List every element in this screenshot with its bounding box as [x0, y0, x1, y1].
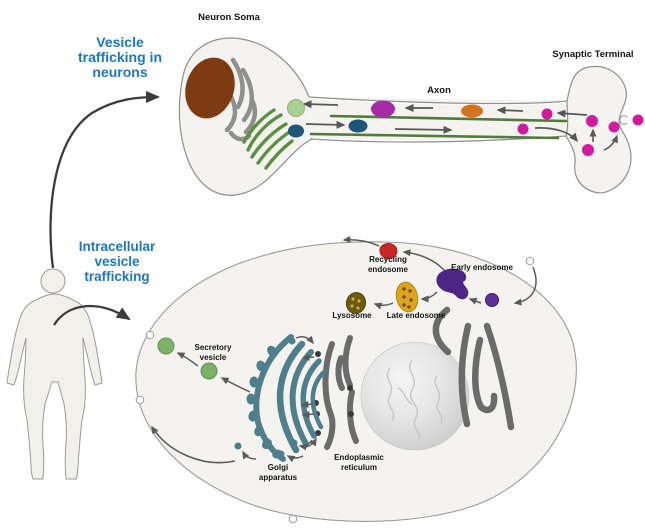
- soma-nucleus: [185, 57, 235, 119]
- notch-opening: [627, 112, 635, 128]
- cell-nucleus: [360, 341, 470, 451]
- heading-intracellular-vesicle-trafficking: Intracellular vesicle trafficking: [78, 239, 156, 284]
- synaptic-vesicles: [517, 108, 644, 156]
- heading-vesicle-trafficking-neurons: Vesicle trafficking in neurons: [77, 34, 162, 80]
- secretory-vesicle-label: Secretory vesicle: [194, 343, 232, 362]
- cell-outline: [135, 241, 577, 522]
- er-left: [322, 335, 359, 450]
- anterograde-cargo-vesicle: [348, 119, 368, 133]
- light-green-vesicle: [287, 99, 305, 117]
- late-endosome-label: Late endosome: [386, 311, 446, 320]
- neuron-soma-label: Neuron Soma: [198, 12, 260, 23]
- arrow-to-cell: [53, 304, 131, 326]
- recycling-endosome-shape: [379, 243, 398, 259]
- lysosome-lumen-dots: [350, 297, 361, 310]
- golgi-transport-vesicles: [234, 337, 298, 458]
- membrane-fusion-notch: [619, 115, 629, 125]
- secretion-arrows: [176, 352, 251, 393]
- early-endosome-shape: [436, 268, 469, 300]
- chromatin-texture: [386, 359, 443, 442]
- endocytic-vesicle: [485, 293, 499, 307]
- er-golgi-arrows: [242, 335, 317, 463]
- membrane-notches: [135, 256, 535, 524]
- late-endosome-lumen-dots: [402, 287, 413, 309]
- endoplasmic-reticulum-label: Endoplasmic reticulum: [334, 453, 384, 472]
- cargo-vesicle-orange: [461, 104, 483, 118]
- er-right: [432, 306, 515, 431]
- terminal-arrows: [589, 128, 618, 151]
- axon-label: Axon: [427, 85, 451, 96]
- golgi-apparatus-label: Golgi apparatus: [258, 463, 298, 482]
- recycling-endosome-label: Recycling endosome: [367, 255, 408, 274]
- neuron-outline: [178, 37, 632, 196]
- retrograde-arrow: [302, 100, 339, 109]
- soma-golgi-stack: [242, 108, 294, 170]
- retrograde-arrow: [556, 109, 588, 118]
- axon-transport-arrows: [302, 100, 588, 143]
- lysosome-label: Lysosome: [332, 311, 372, 320]
- late-endosome-shape: [395, 281, 419, 313]
- lysosome-shape: [345, 292, 367, 314]
- microtubules: [309, 114, 568, 140]
- retrograde-cargo-vesicle: [371, 100, 395, 118]
- secretory-vesicle-fusing: [157, 337, 175, 355]
- anterograde-arrow: [534, 127, 578, 143]
- human-silhouette: [6, 268, 103, 480]
- connector-arrows: [49, 91, 160, 326]
- synaptic-terminal-label: Synaptic Terminal: [552, 49, 634, 60]
- anterograde-cargo-vesicle: [288, 124, 304, 138]
- anterograde-arrow: [305, 120, 346, 129]
- endocytosis-arrow: [513, 266, 537, 306]
- early-endosome-label: Early endosome: [451, 263, 513, 272]
- exocytosis-path-arrow: [151, 425, 236, 464]
- endosome-arrows: [342, 235, 537, 310]
- secretory-vesicle: [200, 362, 218, 380]
- anterograde-arrow: [394, 125, 453, 134]
- arrow-to-neuron: [49, 91, 160, 269]
- retrograde-arrow: [496, 106, 524, 115]
